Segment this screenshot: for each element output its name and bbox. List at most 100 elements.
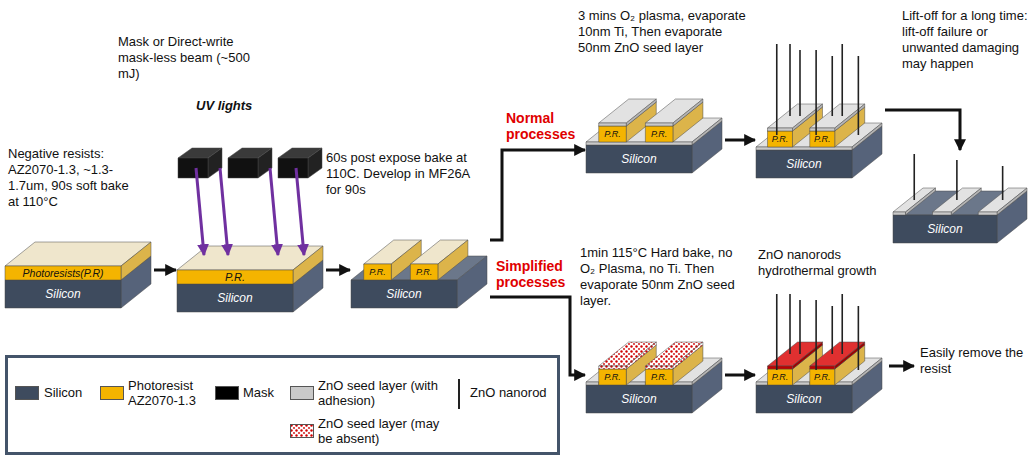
zno-nanorod	[799, 300, 801, 354]
legend-swatch	[215, 386, 239, 400]
wafer-stack: P.R. P.R. Silicon	[585, 330, 725, 415]
face	[586, 382, 599, 385]
zno-nanorod	[815, 300, 817, 370]
seed-layer-absent	[645, 342, 703, 369]
legend-text: Photoresist AZ2070-1.3	[128, 378, 208, 408]
face	[364, 264, 392, 280]
wafer-stack: P.R.P.R.Silicon	[350, 228, 490, 310]
step-note: 60s post expose bake at 110C. Develop in…	[326, 150, 476, 198]
face	[978, 212, 997, 215]
layer-label: Silicon	[786, 158, 821, 170]
zno-nanorod	[841, 44, 843, 116]
process-arrow	[154, 269, 176, 272]
process-arrow	[490, 150, 585, 240]
face	[673, 342, 703, 369]
face	[178, 158, 208, 178]
face	[278, 158, 308, 178]
zno-nanorod	[776, 44, 778, 135]
face	[645, 366, 673, 369]
face	[457, 256, 487, 308]
seed-layer-absent	[810, 342, 865, 369]
face	[645, 123, 673, 126]
face	[599, 99, 657, 123]
legend-swatch	[100, 386, 124, 400]
layer-label: P.R.	[604, 373, 620, 382]
silicon-substrate	[351, 256, 487, 308]
face	[835, 104, 865, 131]
face	[756, 150, 852, 178]
process-arrow	[889, 365, 914, 368]
layer-label: Photoresists(P.R)	[23, 268, 104, 279]
process-arrow	[490, 297, 585, 375]
legend-line-sample	[455, 378, 463, 410]
face	[410, 264, 438, 280]
process-arrow	[725, 374, 755, 377]
photoresist-bar	[410, 240, 468, 280]
process-arrow	[725, 139, 755, 142]
legend-text: ZnO seed layer (with adhesion)	[318, 378, 443, 408]
mask-block	[278, 148, 322, 178]
seed-layer	[645, 99, 703, 126]
step-note: 1min 115°C Hard bake, no O₂ Plasma, no T…	[580, 245, 742, 309]
face	[810, 131, 835, 147]
layer-label: P.R.	[772, 135, 788, 144]
wafer-stack: Photoresists(P.R) Silicon	[4, 228, 154, 310]
zno-nanorod	[831, 56, 833, 116]
face	[121, 242, 151, 280]
face	[768, 366, 793, 369]
step-note: Negative resists: AZ2070-1.3, ~1.3-1.7um…	[8, 146, 143, 210]
face	[177, 270, 293, 284]
face	[756, 147, 852, 150]
face	[810, 128, 835, 131]
face	[599, 366, 627, 369]
seed-layer	[810, 104, 865, 131]
face	[645, 99, 703, 123]
step-note: Lift-off for a long time: lift-off failu…	[902, 8, 1030, 72]
face	[810, 369, 835, 385]
process-label: Simplified processes	[496, 258, 572, 290]
face	[645, 126, 673, 142]
face	[351, 280, 457, 308]
zno-nanorod	[776, 294, 778, 370]
face	[905, 188, 935, 215]
layer-label: P.R.	[604, 130, 620, 139]
zno-nanorod	[789, 44, 791, 116]
zno-nanorod	[956, 160, 958, 200]
face	[228, 158, 258, 178]
zno-nanorod	[1002, 166, 1004, 200]
face	[756, 385, 852, 413]
face	[997, 188, 1027, 215]
face	[599, 126, 627, 142]
face	[933, 212, 952, 215]
face	[756, 382, 768, 385]
face	[586, 385, 692, 413]
uv-ray	[196, 168, 204, 255]
layer-label: Silicon	[386, 288, 421, 300]
legend-box	[5, 355, 560, 455]
uv-ray	[270, 168, 278, 255]
zno-nanorod	[831, 306, 833, 354]
face	[599, 123, 627, 126]
face	[835, 342, 865, 369]
face	[645, 369, 673, 385]
face	[768, 128, 793, 131]
layer-label: P.R.	[416, 268, 432, 277]
zno-nanorod	[841, 294, 843, 354]
layer-label: Silicon	[621, 393, 656, 405]
layer-label: Silicon	[217, 292, 252, 304]
face	[599, 342, 657, 366]
zno-nanorod	[858, 56, 860, 135]
layer-label: Silicon	[45, 288, 80, 300]
legend-swatch	[290, 386, 314, 400]
face	[308, 148, 322, 178]
face	[810, 342, 865, 366]
zno-nanorod	[799, 50, 801, 116]
face	[768, 369, 793, 385]
legend-text: Mask	[243, 385, 283, 400]
step-note: Easily remove the resist	[920, 345, 1025, 377]
layer-label: P.R.	[651, 373, 667, 382]
step-note: 3 mins O₂ plasma, evaporate 10nm Ti, The…	[578, 8, 748, 56]
wafer-stack: P.R.P.R.Silicon	[755, 290, 885, 415]
zno-nanorod	[913, 154, 915, 200]
face	[293, 246, 323, 284]
